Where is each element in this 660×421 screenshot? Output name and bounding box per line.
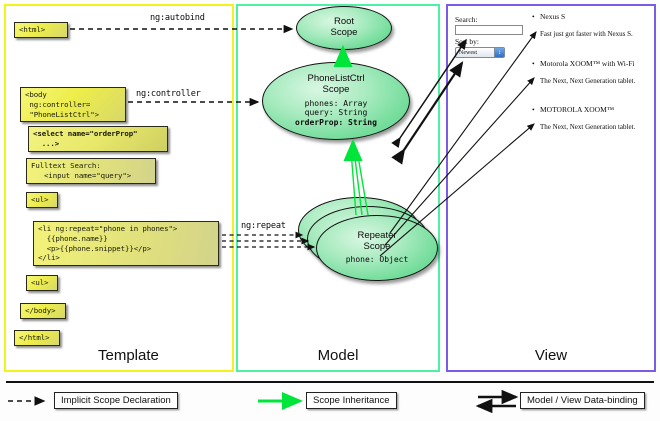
legend-label-inheritance: Scope Inheritance [306,392,397,409]
view-phone-name-2: MOTOROLA XOOM™ [532,105,614,114]
edge-label-repeat: ng:repeat [241,221,286,231]
scope-root-title: Root Scope [330,16,358,38]
code-block-html-close: </html> [14,330,60,346]
legend-label-implicit: Implicit Scope Declaration [54,392,178,409]
panel-model-label: Model [317,347,359,364]
code-block-ul-open: <ul> [26,192,58,208]
panel-template-label: Template [98,347,159,364]
code-block-html-open: <html> [14,22,68,38]
scope-repeater-title: Repeater Scope [357,230,397,252]
panel-model: Model [236,4,440,372]
scope-repeater-props: phone: Object [345,255,409,265]
chevron-updown-icon[interactable]: ↕ [494,48,504,57]
scope-repeater: Repeater Scope phone: Object [316,215,438,281]
panel-view-label: View [534,347,568,364]
view-sort-label: Sort by: [455,37,479,46]
view-sort-select[interactable]: Newest ↕ [455,47,505,58]
scope-phonelistctrl: PhoneListCtrl Scope phones: Array query:… [262,62,410,140]
code-block-select: <select name="orderProp" ...> [28,126,168,152]
legend-divider [6,381,654,383]
edge-label-autobind: ng:autobind [150,13,205,23]
scope-phonelistctrl-props: phones: Array query: String orderProp: S… [295,99,377,128]
view-sort-selected-value: Newest [459,50,477,56]
code-block-body-close: </body> [20,303,66,319]
code-block-fulltext-search: Fulltext Search: <input name="query"> [26,158,156,184]
scope-props-bold: orderProp: String [295,118,377,127]
code-block-li-repeat: <li ng:repeat="phone in phones"> {{phone… [33,221,219,267]
view-search-input[interactable] [455,25,523,35]
view-phone-snippet-1: The Next, Next Generation tablet. [540,77,636,85]
view-search-label: Search: [455,15,478,24]
view-phone-name-0: Nexus S [532,12,565,21]
scope-props-plain: phones: Array query: String [304,98,368,118]
code-block-body-open: <body ng:controller= "PhoneListCtrl"> [20,87,126,123]
legend-label-databinding: Model / View Data-binding [520,392,645,409]
code-block-ul-close: <ul> [26,275,58,291]
scope-root: Root Scope [296,6,392,50]
scope-phonelistctrl-title: PhoneListCtrl Scope [307,73,365,95]
view-phone-snippet-0: Fast just got faster with Nexus S. [540,30,633,38]
edge-label-controller: ng:controller [136,89,201,99]
view-phone-snippet-2: The Next, Next Generation tablet. [540,123,636,131]
view-phone-name-1: Motorola XOOM™ with Wi-Fi [532,59,635,68]
